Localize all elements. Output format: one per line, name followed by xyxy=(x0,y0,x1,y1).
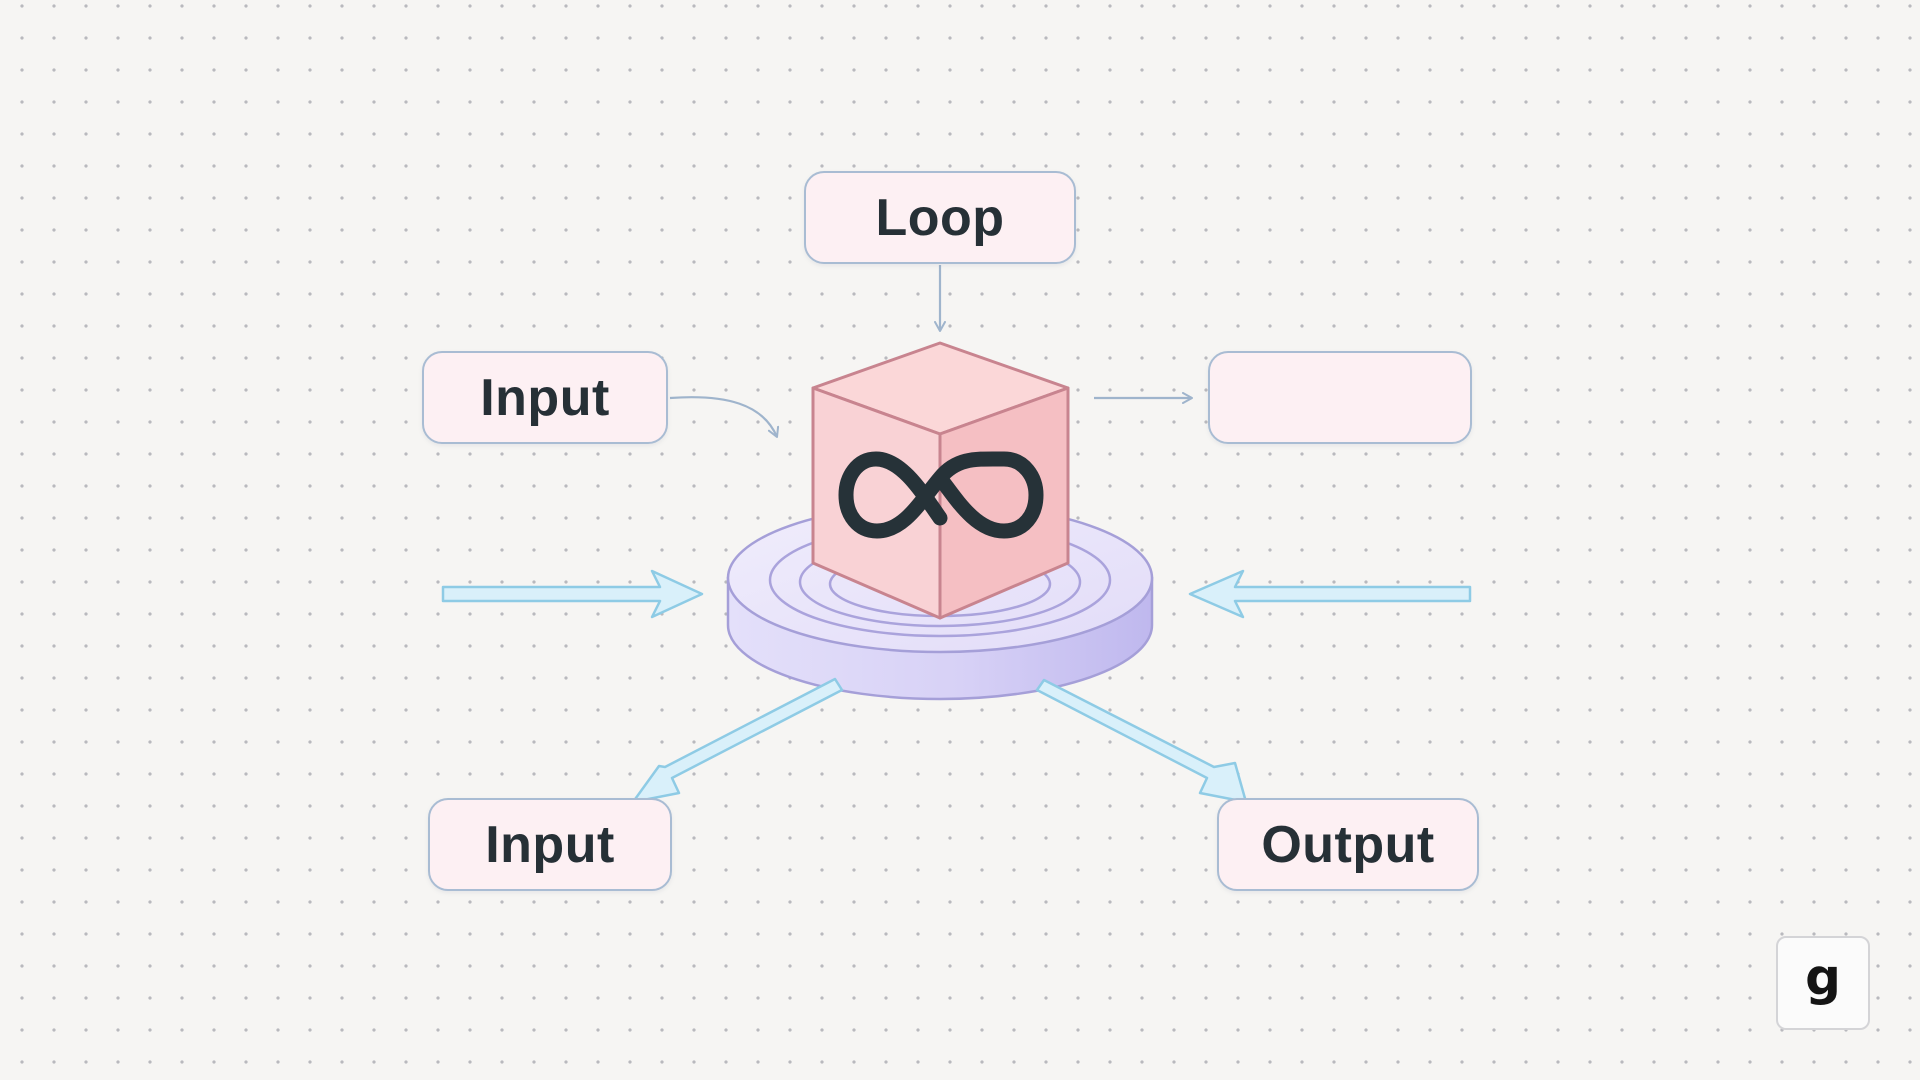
cube xyxy=(811,341,1070,620)
arrow-to-output xyxy=(1035,678,1248,804)
arrow-to-bottom-input xyxy=(631,677,844,804)
input-node-bottom[interactable]: Input xyxy=(428,798,672,891)
logo-letter: g xyxy=(1805,948,1841,1006)
infinity-icon xyxy=(838,451,1044,539)
empty-node[interactable] xyxy=(1208,351,1472,444)
loop-node[interactable]: Loop xyxy=(804,171,1076,264)
connector-input-to-cube xyxy=(669,396,780,438)
input-node-bottom-label: Input xyxy=(485,815,615,874)
input-node-top-label: Input xyxy=(480,368,610,427)
arrow-right-inbound xyxy=(1188,569,1472,619)
output-node-label: Output xyxy=(1261,815,1435,874)
input-node-top[interactable]: Input xyxy=(422,351,668,444)
output-node[interactable]: Output xyxy=(1217,798,1479,891)
loop-node-label: Loop xyxy=(875,188,1005,247)
arrow-left-inbound xyxy=(441,569,704,619)
logo-badge[interactable]: g xyxy=(1776,936,1870,1030)
